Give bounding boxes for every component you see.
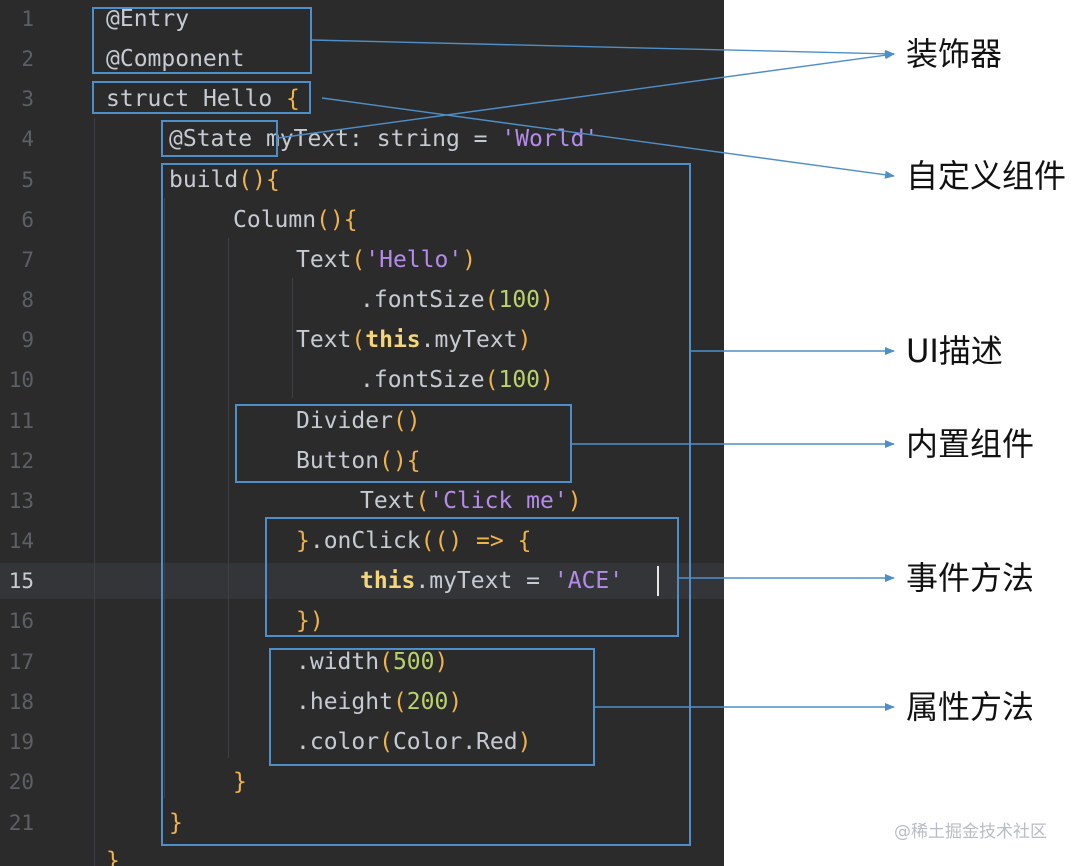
code-line-2: @Component <box>106 46 245 72</box>
line-number: 6 <box>21 208 34 232</box>
indent-guide <box>228 238 229 758</box>
code-line-8: .fontSize(100) <box>360 287 554 313</box>
line-number: 21 <box>8 811 34 835</box>
line-number: 1 <box>21 7 34 31</box>
line-number: 2 <box>21 47 34 71</box>
line-number: 18 <box>8 690 34 714</box>
label-attribute-method: 属性方法 <box>906 688 1035 726</box>
event-method-box <box>265 517 679 637</box>
line-number-gutter: 1 2 3 4 5 6 7 8 9 10 11 12 13 14 15 16 1… <box>0 0 60 866</box>
line-number: 12 <box>8 449 34 473</box>
code-line-19: .color(Color.Red) <box>296 729 532 755</box>
current-line-highlight <box>0 563 724 599</box>
code-line-5: build(){ <box>169 167 280 193</box>
line-number: 3 <box>21 87 34 111</box>
code-line-21: } <box>169 810 183 836</box>
indent-guide <box>94 118 95 866</box>
label-ui-description: UI描述 <box>906 332 1003 370</box>
code-line-16: }) <box>296 608 324 634</box>
code-line-14: }.onClick(() => { <box>296 528 532 554</box>
line-number: 20 <box>8 770 34 794</box>
label-builtin-component: 内置组件 <box>906 425 1035 463</box>
watermark: @稀土掘金技术社区 <box>894 822 1047 842</box>
line-number: 8 <box>21 288 34 312</box>
line-number: 13 <box>8 489 34 513</box>
code-line-9: Text(this.myText) <box>296 327 532 353</box>
line-number: 17 <box>8 650 34 674</box>
line-number: 7 <box>21 248 34 272</box>
code-line-10: .fontSize(100) <box>360 367 554 393</box>
line-number-current: 15 <box>8 569 34 593</box>
code-line-12: Button(){ <box>296 448 421 474</box>
custom-component-box <box>92 81 311 114</box>
attribute-method-box <box>269 648 595 766</box>
code-lines: @Entry @Component struct Hello { @State … <box>106 6 624 866</box>
code-line-20: } <box>233 769 247 795</box>
label-event-method: 事件方法 <box>906 559 1035 597</box>
code-line-7: Text('Hello') <box>296 247 477 273</box>
line-number: 11 <box>8 409 34 433</box>
line-number: 5 <box>21 168 34 192</box>
code-line-11: Divider() <box>296 408 421 434</box>
code-line-22: } <box>106 848 120 866</box>
line-number: 14 <box>8 529 34 553</box>
code-line-1: @Entry <box>106 6 190 32</box>
indent-guide <box>164 198 165 798</box>
line-number: 19 <box>8 730 34 754</box>
decorator-box-state <box>161 120 278 157</box>
code-line-18: .height(200) <box>296 689 463 715</box>
line-number: 9 <box>21 328 34 352</box>
builtin-component-box <box>235 404 572 483</box>
line-number: 4 <box>21 127 34 151</box>
text-caret <box>657 566 659 596</box>
code-line-6: Column(){ <box>233 207 358 233</box>
indent-guide <box>292 278 293 398</box>
label-decorator: 装饰器 <box>906 35 1003 73</box>
code-line-17: .width(500) <box>296 649 449 675</box>
decorator-box-entry-component <box>92 7 312 74</box>
code-line-13: Text('Click me') <box>360 488 582 514</box>
line-number: 16 <box>8 609 34 633</box>
code-line-15: this.myText = 'ACE' <box>360 568 624 594</box>
label-custom-component: 自定义组件 <box>906 157 1067 195</box>
line-number: 10 <box>8 368 34 392</box>
